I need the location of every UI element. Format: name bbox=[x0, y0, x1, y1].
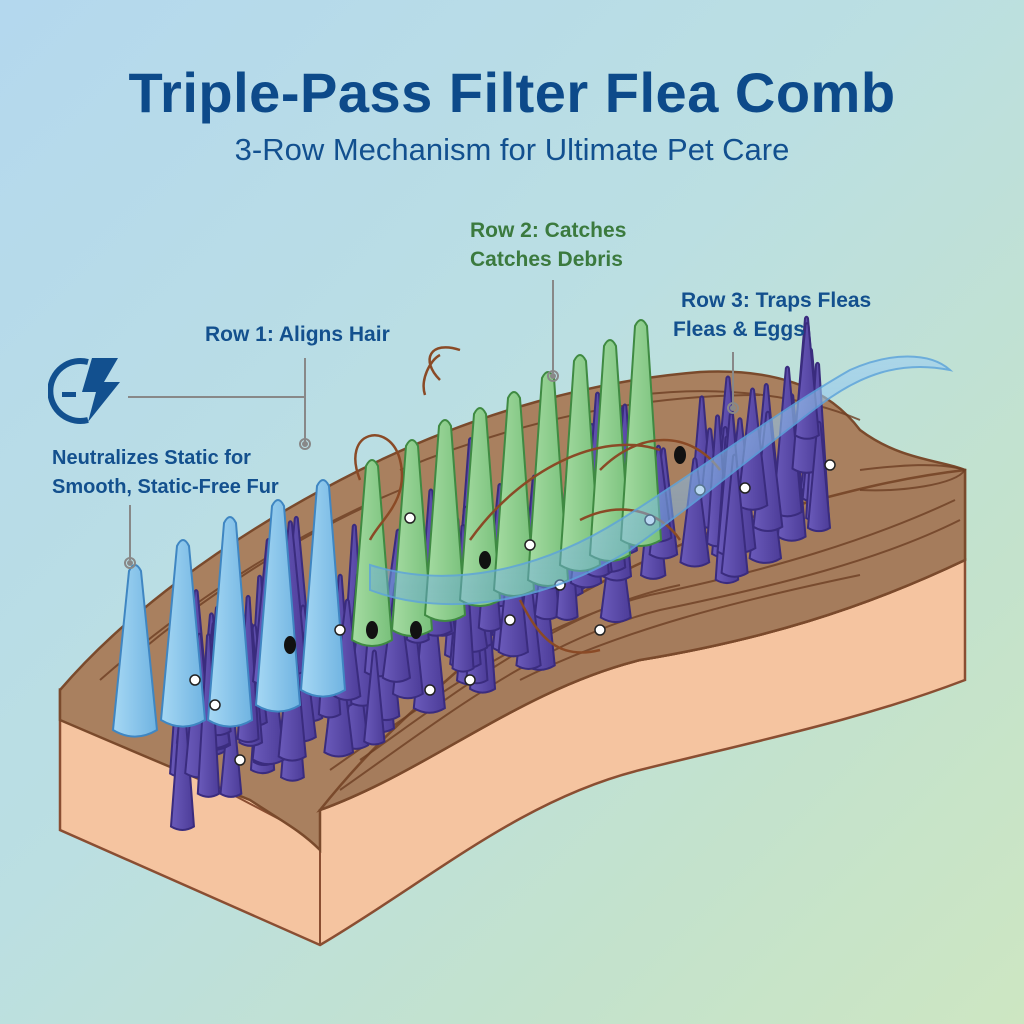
flea-egg bbox=[739, 482, 751, 494]
flea-egg bbox=[504, 614, 516, 626]
row1-tooth bbox=[254, 499, 302, 713]
flea-egg bbox=[404, 512, 416, 524]
row1-label: Row 1: Aligns Hair bbox=[205, 323, 390, 346]
flea-egg bbox=[524, 539, 536, 551]
row2-tooth bbox=[350, 459, 394, 647]
callout-connectors bbox=[128, 280, 734, 560]
static-label-line2: Smooth, Static-Free Fur bbox=[52, 476, 279, 498]
row1-tooth bbox=[206, 516, 254, 728]
flea-egg bbox=[189, 674, 201, 686]
flea bbox=[366, 621, 378, 639]
flea-egg bbox=[234, 754, 246, 766]
static-label: Neutralizes Static for Smooth, Static-Fr… bbox=[52, 444, 279, 502]
flea-egg bbox=[334, 624, 346, 636]
flea-egg bbox=[209, 699, 221, 711]
flea bbox=[674, 446, 686, 464]
row1-tooth bbox=[299, 479, 347, 698]
row3-label-line1: Row 3: Traps Fleas bbox=[681, 289, 872, 312]
row2-label-line2: Catches Debris bbox=[470, 248, 623, 271]
flea-egg bbox=[594, 624, 606, 636]
row3-tooth bbox=[772, 365, 803, 518]
flea-egg bbox=[824, 459, 836, 471]
flea-egg bbox=[424, 684, 436, 696]
flea bbox=[479, 551, 491, 569]
row3-label-line2: Fleas & Eggs bbox=[673, 318, 805, 341]
row2-label-line1: Row 2: Catches bbox=[470, 219, 627, 242]
page-title: Triple-Pass Filter Flea Comb bbox=[128, 61, 896, 124]
anti-static-lightning-icon bbox=[48, 358, 120, 424]
flea-egg bbox=[464, 674, 476, 686]
filter-band bbox=[369, 355, 954, 606]
static-label-line1: Neutralizes Static for bbox=[52, 447, 251, 469]
flea bbox=[284, 636, 296, 654]
callout-dots bbox=[124, 370, 739, 569]
flea bbox=[410, 621, 422, 639]
row2-label: Row 2: Catches Catches Debris bbox=[470, 216, 626, 274]
row3-tooth bbox=[363, 649, 386, 746]
page-subtitle: 3-Row Mechanism for Ultimate Pet Care bbox=[234, 132, 790, 167]
row2-tooth bbox=[423, 419, 467, 622]
row3-tooth bbox=[679, 457, 711, 568]
row3-label: Row 3: Traps Fleas Fleas & Eggs bbox=[673, 286, 871, 344]
